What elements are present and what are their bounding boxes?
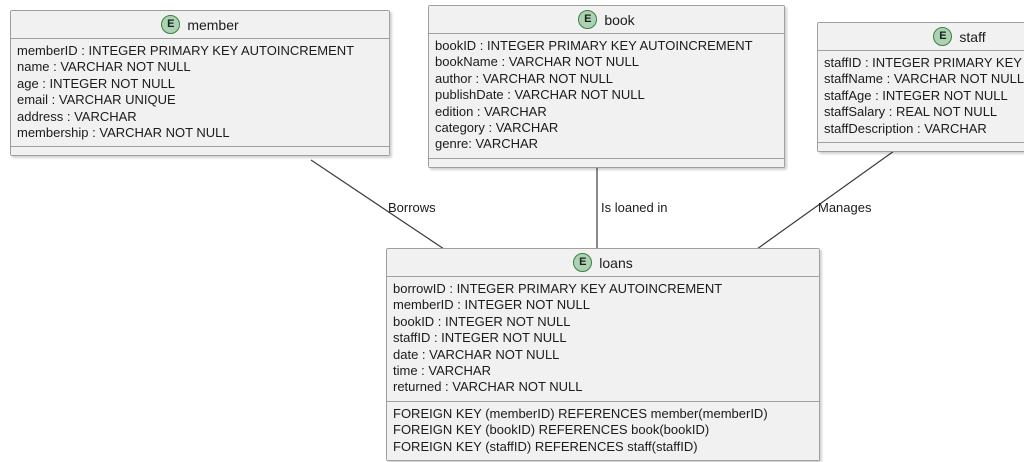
attribute-row: bookID : INTEGER NOT NULL (393, 313, 571, 329)
attribute-row: age : INTEGER NOT NULL (17, 75, 175, 91)
attribute-row: returned : VARCHAR NOT NULL (393, 379, 583, 395)
entity-member-header: E member (11, 11, 389, 39)
attribute-row: email : VARCHAR UNIQUE (17, 92, 176, 108)
entity-loans-title: loans (599, 254, 633, 271)
attribute-row: memberID : INTEGER NOT NULL (393, 297, 590, 313)
attribute-row: genre: VARCHAR (435, 136, 539, 152)
entity-icon-letter: E (579, 256, 587, 268)
attribute-row: staffDescription : VARCHAR (824, 120, 987, 136)
entity-member-empty-compartment (11, 146, 389, 156)
attribute-row: staffAge : INTEGER NOT NULL (824, 87, 1008, 103)
attribute-row: borrowID : INTEGER PRIMARY KEY AUTOINCRE… (393, 281, 723, 296)
entity-staff-header: E staff (818, 23, 1024, 51)
entity-icon: E (161, 15, 181, 34)
attribute-row: memberID : INTEGER PRIMARY KEY AUTOINCRE… (17, 43, 355, 58)
entity-book-attributes: bookID : INTEGER PRIMARY KEY AUTOINCREME… (429, 34, 784, 158)
entity-loans-foreign-keys: FOREIGN KEY (memberID) REFERENCES member… (387, 400, 819, 461)
entity-book-empty-compartment (429, 157, 784, 167)
attribute-row: bookName : VARCHAR NOT NULL (435, 54, 639, 70)
entity-staff[interactable]: E staff staffID : INTEGER PRIMARY KEY AU… (817, 22, 1024, 153)
attribute-row: edition : VARCHAR (435, 103, 547, 119)
relationship-label-manages: Manages (818, 200, 872, 215)
entity-icon-letter: E (584, 13, 592, 25)
attribute-row: name : VARCHAR NOT NULL (17, 59, 191, 75)
attribute-row: date : VARCHAR NOT NULL (393, 346, 560, 362)
relationship-label-borrows: Borrows (388, 200, 436, 215)
relationship-label-is-loaned-in: Is loaned in (601, 200, 668, 215)
entity-staff-empty-compartment (818, 142, 1024, 152)
attribute-row: author : VARCHAR NOT NULL (435, 70, 613, 86)
attribute-row: address : VARCHAR (17, 108, 137, 124)
foreign-key-row: FOREIGN KEY (staffID) REFERENCES staff(s… (393, 438, 698, 454)
attribute-row: staffID : INTEGER PRIMARY KEY AUTOINCREM… (824, 55, 1024, 70)
entity-book-header: E book (429, 6, 784, 34)
entity-staff-title: staff (959, 28, 986, 45)
entity-loans[interactable]: E loans borrowID : INTEGER PRIMARY KEY A… (386, 248, 820, 462)
attribute-row: bookID : INTEGER PRIMARY KEY AUTOINCREME… (435, 38, 753, 53)
attribute-row: staffID : INTEGER NOT NULL (393, 330, 567, 346)
entity-book-title: book (604, 11, 635, 28)
attribute-row: publishDate : VARCHAR NOT NULL (435, 87, 645, 103)
entity-icon: E (578, 10, 598, 29)
foreign-key-row: FOREIGN KEY (bookID) REFERENCES book(boo… (393, 422, 710, 438)
entity-member-attributes: memberID : INTEGER PRIMARY KEY AUTOINCRE… (11, 39, 389, 147)
entity-icon-letter: E (167, 18, 175, 30)
attribute-row: staffSalary : REAL NOT NULL (824, 104, 998, 120)
entity-staff-attributes: staffID : INTEGER PRIMARY KEY AUTOINCREM… (818, 51, 1024, 143)
entity-icon: E (933, 27, 953, 46)
foreign-key-row: FOREIGN KEY (memberID) REFERENCES member… (393, 405, 768, 421)
entity-icon-letter: E (939, 30, 947, 42)
attribute-row: category : VARCHAR (435, 120, 559, 136)
entity-member[interactable]: E member memberID : INTEGER PRIMARY KEY … (10, 10, 390, 157)
attribute-row: staffName : VARCHAR NOT NULL (824, 71, 1024, 87)
entity-member-title: member (187, 16, 239, 33)
entity-loans-attributes: borrowID : INTEGER PRIMARY KEY AUTOINCRE… (387, 277, 819, 401)
attribute-row: membership : VARCHAR NOT NULL (17, 125, 230, 141)
attribute-row: time : VARCHAR (393, 363, 491, 379)
entity-book[interactable]: E book bookID : INTEGER PRIMARY KEY AUTO… (428, 5, 785, 168)
entity-loans-header: E loans (387, 249, 819, 277)
entity-icon: E (573, 253, 593, 272)
